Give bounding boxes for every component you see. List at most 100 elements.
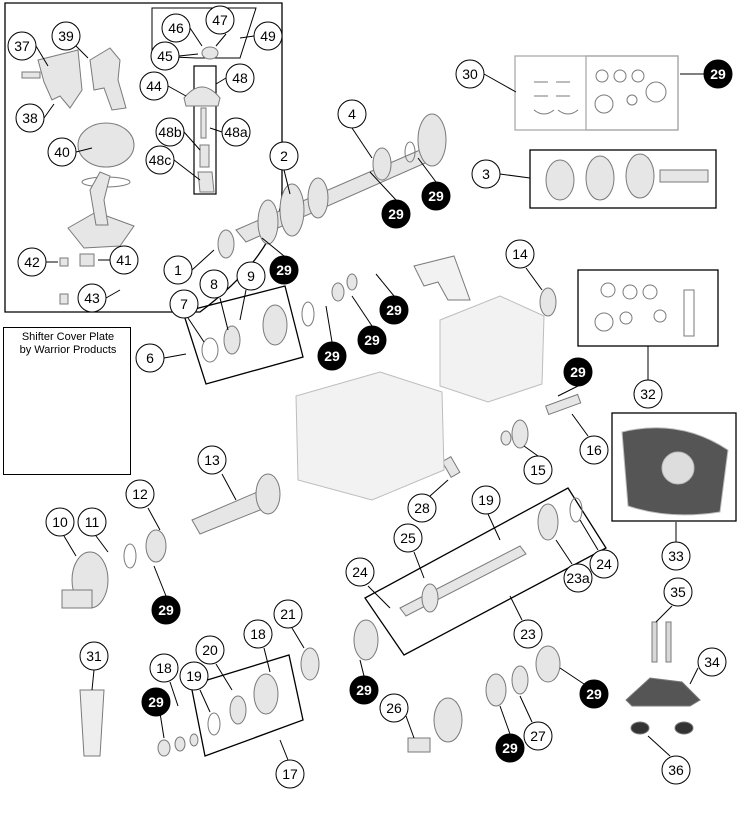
callout-4: 4 xyxy=(337,99,367,129)
callout-circle xyxy=(169,289,199,319)
callout-48a: 48a xyxy=(221,117,251,147)
leader-line xyxy=(239,35,255,39)
leader-line xyxy=(351,295,373,327)
leader-line xyxy=(163,353,187,359)
callout-circle xyxy=(381,199,411,229)
synchro-ring xyxy=(262,304,288,346)
shifter-parts xyxy=(21,46,221,305)
callout-label: 24 xyxy=(352,564,368,580)
callout-30: 30 xyxy=(455,59,485,89)
leader-line xyxy=(263,647,271,673)
callout-label: 29 xyxy=(586,686,602,702)
pin xyxy=(59,257,69,267)
counter-gear-right xyxy=(537,503,559,541)
callout-circle xyxy=(407,493,437,523)
shift-fork-2 xyxy=(89,47,127,111)
callout-circle xyxy=(523,455,553,485)
callout-label: 29 xyxy=(356,682,372,698)
leader-line xyxy=(689,667,699,685)
leader-line xyxy=(183,131,201,151)
callout-circle xyxy=(45,507,75,537)
callout-37: 37 xyxy=(7,31,37,61)
lever-bushing xyxy=(197,171,215,193)
idler-gear xyxy=(253,673,279,715)
callout-label: 16 xyxy=(586,442,602,458)
callout-10: 10 xyxy=(45,507,75,537)
callout-label: 18 xyxy=(156,660,172,676)
mount-cushion-a xyxy=(630,721,650,735)
callout-label: 20 xyxy=(202,642,218,658)
spacer-b xyxy=(174,736,186,752)
callout-circle xyxy=(421,181,451,211)
callout-circle xyxy=(275,759,305,789)
callout-6: 6 xyxy=(135,343,165,373)
overhaul-part-2 xyxy=(622,284,638,300)
gear-c xyxy=(307,177,329,219)
callout-38: 38 xyxy=(15,103,45,133)
callout-8: 8 xyxy=(199,269,229,299)
gear-parts xyxy=(61,113,709,757)
bearing-4 xyxy=(372,147,392,181)
callout-label: 48c xyxy=(149,152,172,168)
callout-19: 19 xyxy=(471,485,501,515)
callout-circle xyxy=(77,507,107,537)
callout-9: 9 xyxy=(236,261,266,291)
gear-b xyxy=(279,183,305,237)
leader-line xyxy=(359,659,365,677)
leader-line xyxy=(559,667,585,685)
main-gear-3 xyxy=(625,153,655,199)
shift-rail xyxy=(21,71,41,79)
callout-label: 38 xyxy=(22,110,38,126)
leader-line xyxy=(291,627,305,649)
reverse-gear xyxy=(353,619,379,661)
thrust-washer xyxy=(301,301,315,327)
leader-line xyxy=(525,267,543,291)
callout-label: 40 xyxy=(54,144,70,160)
callout-41: 41 xyxy=(109,245,139,275)
callout-39: 39 xyxy=(51,21,81,51)
callout-circle xyxy=(379,693,409,723)
callout-circle xyxy=(563,357,593,387)
callout-label: 12 xyxy=(132,486,148,502)
callout-label: 29 xyxy=(502,740,518,756)
callout-44: 44 xyxy=(139,71,169,101)
leader-line xyxy=(169,681,179,707)
callout-label: 14 xyxy=(512,246,528,262)
callout-circle xyxy=(589,549,619,579)
callout-label: 19 xyxy=(186,668,202,684)
callout-20: 20 xyxy=(195,635,225,665)
group-frames xyxy=(4,2,737,757)
callout-circle xyxy=(253,21,283,51)
callout-label: 6 xyxy=(146,350,154,366)
leader-line xyxy=(63,535,77,557)
callout-label: 13 xyxy=(204,452,220,468)
panel-title: Shifter Cover Plate by Warrior Products xyxy=(8,331,128,357)
callout-circle xyxy=(243,619,273,649)
callout-17: 17 xyxy=(275,759,305,789)
input-gear xyxy=(255,473,281,515)
callout-circle xyxy=(345,557,375,587)
callout-label: 8 xyxy=(210,276,218,292)
callout-48b: 48b xyxy=(155,117,185,147)
callout-circle xyxy=(703,59,733,89)
callout-circle xyxy=(455,59,485,89)
callout-circle xyxy=(661,755,691,785)
leader-line xyxy=(167,85,187,97)
countershaft-group-box xyxy=(364,487,607,656)
idler-bearing xyxy=(229,695,247,725)
callout-circle xyxy=(141,687,171,717)
leader-line xyxy=(519,695,533,723)
leader-line xyxy=(375,273,395,297)
callout-circle xyxy=(269,255,299,285)
callout-29: 29 xyxy=(379,295,409,325)
overhaul-part-1 xyxy=(600,282,616,298)
callout-label: 18 xyxy=(250,626,266,642)
callout-circle xyxy=(471,485,501,515)
callout-23: 23 xyxy=(513,619,543,649)
callout-15: 15 xyxy=(523,455,553,485)
callout-18: 18 xyxy=(243,619,273,649)
callout-label: 44 xyxy=(146,78,162,94)
callout-label: 29 xyxy=(428,188,444,204)
callout-circle xyxy=(379,295,409,325)
